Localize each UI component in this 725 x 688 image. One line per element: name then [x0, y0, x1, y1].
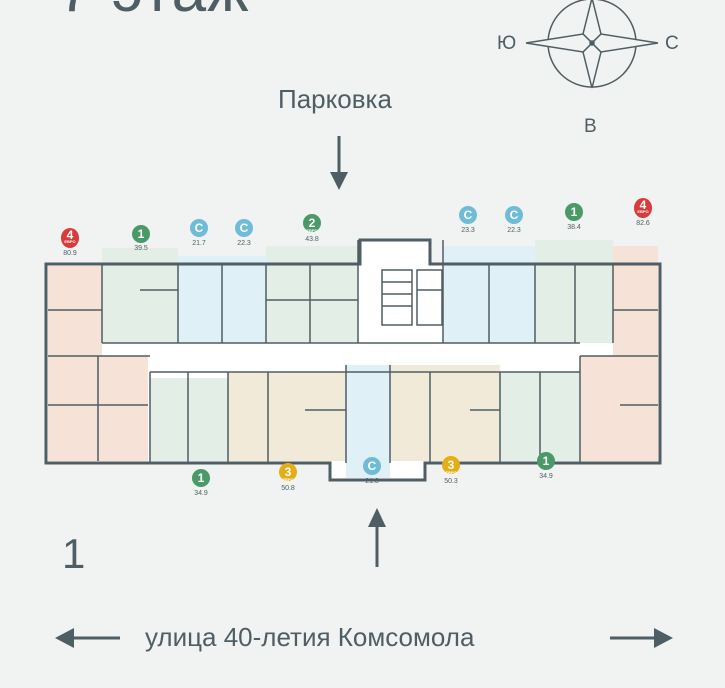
apartment-area: 50.3	[444, 478, 458, 485]
apartment-area: 34.9	[194, 490, 208, 497]
compass-rose	[525, 0, 659, 89]
rooms-count: С	[194, 221, 204, 235]
apartment-area: 34.9	[539, 473, 553, 480]
euro-tag: ЕВРО	[282, 477, 294, 482]
plan-rooms	[46, 240, 660, 480]
street-arrow-right	[610, 628, 673, 648]
entrance-arrow	[368, 508, 386, 567]
apartment-badge[interactable]: С	[505, 206, 523, 224]
euro-tag: ЕВРО	[64, 239, 76, 244]
apartment-badge[interactable]: С	[459, 206, 477, 224]
rooms-count: 2	[308, 216, 316, 230]
compass-south-label: В	[584, 116, 597, 137]
parking-arrow	[330, 136, 348, 190]
apartment-badge[interactable]: 1	[192, 469, 210, 487]
rooms-count: С	[463, 208, 473, 222]
apartment-area: 80.9	[63, 250, 77, 257]
rooms-count: С	[239, 221, 249, 235]
street-arrow-left	[55, 628, 120, 648]
apartment-area: 43.8	[305, 236, 319, 243]
rooms-count: 1	[197, 471, 205, 485]
apartment-area: 21.7	[192, 240, 206, 247]
apartment-area: 23.3	[461, 227, 475, 234]
apartment-badge[interactable]: С	[363, 457, 381, 475]
rooms-count: 4	[639, 198, 647, 212]
apartment-badge[interactable]: 1	[132, 225, 150, 243]
apartment-area: 82.6	[636, 220, 650, 227]
apartment-area: 38.4	[567, 224, 581, 231]
apartment-badge[interactable]: 1	[565, 203, 583, 221]
apartment-area: 22.3	[507, 227, 521, 234]
rooms-count: С	[367, 459, 377, 473]
euro-tag: ЕВРО	[306, 228, 318, 233]
rooms-count: 3	[447, 458, 455, 472]
apartment-area: 39.5	[134, 245, 148, 252]
compass-west-label: Ю	[497, 33, 517, 54]
apartment-badge[interactable]: 1	[537, 452, 555, 470]
apartment-area: 21.8	[365, 478, 379, 485]
plan-walls	[44, 238, 662, 482]
compass-east-label: С	[665, 33, 679, 54]
rooms-count: С	[509, 208, 519, 222]
floor-title: 7 этаж	[58, 0, 250, 22]
plan-partitions	[48, 240, 658, 463]
apartment-area: 22.3	[237, 240, 251, 247]
apartment-area: 50.8	[281, 485, 295, 492]
euro-tag: ЕВРО	[445, 470, 457, 475]
parking-label: Парковка	[278, 84, 392, 114]
rooms-count: 1	[137, 227, 145, 241]
euro-tag: ЕВРО	[637, 209, 649, 214]
rooms-count: 3	[284, 465, 292, 479]
apartment-badge[interactable]: С	[190, 219, 208, 237]
rooms-count: 4	[66, 228, 74, 242]
section-number: 1	[62, 530, 86, 577]
street-label: улица 40-летия Комсомола	[145, 622, 475, 652]
rooms-count: 1	[570, 205, 578, 219]
rooms-count: 1	[542, 454, 550, 468]
apartment-badge[interactable]: С	[235, 219, 253, 237]
